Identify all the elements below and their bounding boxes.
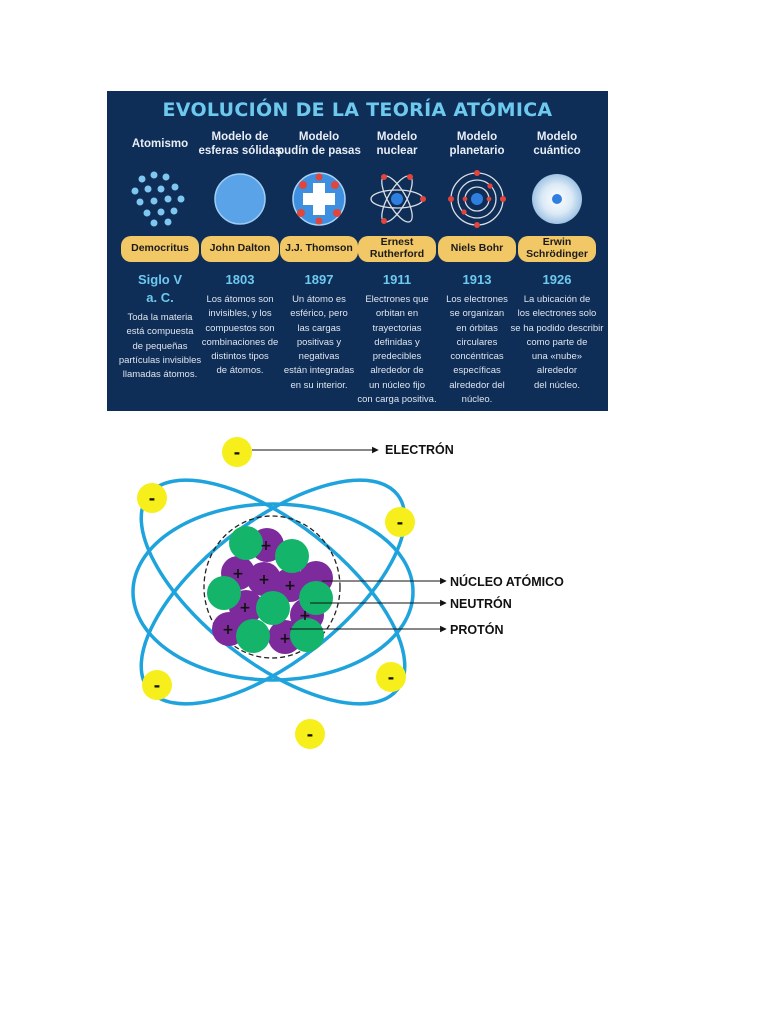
planetary-model-illustration [448, 170, 506, 228]
electron [222, 437, 252, 467]
year: 1897 [304, 272, 334, 287]
proton-sign: + [284, 578, 296, 594]
quantum-cloud-illustration [532, 174, 582, 224]
model-name: Modelo cuántico [533, 131, 581, 157]
scientist-badge: Ernest Rutherford [358, 236, 436, 262]
label-neutron: NEUTRÓN [450, 596, 512, 611]
proton [247, 562, 281, 596]
electron-sign: - [397, 513, 404, 532]
electron [137, 483, 167, 513]
column-atomism: Atomismo Democritus Siglo V a. C. Toda l… [119, 127, 201, 411]
solid-sphere-illustration [214, 173, 266, 225]
plum-pudding-illustration [292, 172, 346, 226]
nuclear-model-illustration [370, 174, 426, 224]
model-name: Modelo planetario [449, 131, 505, 157]
electron [385, 507, 415, 537]
particles-illustration [131, 171, 185, 227]
electron-sign: - [388, 668, 395, 687]
scientist-badge: John Dalton [201, 236, 279, 262]
column-rutherford: Modelo nuclear Ernest Rutherford 1911 El… [357, 127, 437, 411]
proton-signs: + + + + + + + + [222, 538, 311, 647]
label-nucleus: NÚCLEO ATÓMICO [450, 574, 564, 589]
orbit-horizontal [131, 502, 415, 682]
electrons [137, 437, 415, 749]
year: 1911 [382, 272, 412, 287]
scientist-badge: J.J. Thomson [280, 236, 358, 262]
description: Los átomos son invisibles, y los compues… [201, 294, 279, 377]
scientist-badge: Niels Bohr [438, 236, 516, 262]
scientist-badge: Erwin Schrödinger [518, 236, 596, 262]
neutron [290, 618, 324, 652]
electron-sign: - [154, 676, 161, 695]
year: Siglo V a. C. [137, 272, 183, 305]
description: Un átomo es esférico, pero las cargas po… [283, 294, 355, 391]
model-name: Modelo pudín de pasas [277, 131, 361, 157]
model-name: Atomismo [131, 138, 189, 151]
electron [142, 670, 172, 700]
year: 1803 [225, 272, 255, 287]
neutron [299, 581, 333, 615]
proton-sign: + [260, 538, 272, 554]
scientist-badge: Democritus [121, 236, 199, 262]
neutron [207, 576, 241, 610]
proton-sign: + [299, 608, 311, 624]
electron-sign: - [149, 489, 156, 508]
electron-sign: - [307, 725, 314, 744]
label-proton: PROTÓN [450, 622, 503, 637]
electron-signs: - - - - - - [149, 443, 404, 744]
nucleus-boundary [203, 515, 341, 659]
model-name: Modelo nuclear [376, 131, 418, 157]
electron-sign: - [234, 443, 241, 462]
model-name: Modelo de esferas sólidas [198, 131, 282, 157]
infographic-title: EVOLUCIÓN DE LA TEORÍA ATÓMICA [162, 99, 553, 121]
neutron [275, 539, 309, 573]
column-schrodinger: Modelo cuántico Erwin Schrödinger 1926 L… [511, 127, 604, 411]
column-bohr: Modelo planetario Niels Bohr 1913 Los el… [437, 127, 517, 411]
column-thomson: Modelo pudín de pasas J.J. Thomson 1897 … [277, 127, 361, 411]
column-dalton: Modelo de esferas sólidas John Dalton 18… [198, 127, 281, 411]
proton-sign: + [222, 622, 234, 638]
electron [295, 719, 325, 749]
neutron [256, 591, 290, 625]
description: La ubicación de los electrones solo se h… [510, 294, 604, 391]
label-electron: ELECTRÓN [385, 442, 454, 457]
atom-diagram: + + + + + + + + - - - - - - ELECTRÓN NÚC… [131, 437, 564, 749]
electron [376, 662, 406, 692]
leader-lines [252, 446, 447, 633]
nucleus [207, 526, 333, 654]
atomic-theory-infographic: EVOLUCIÓN DE LA TEORÍA ATÓMICA Atomismo … [107, 91, 608, 411]
year: 1913 [462, 272, 492, 287]
proton-sign: + [279, 631, 291, 647]
year: 1926 [542, 272, 572, 287]
proton-sign: + [239, 600, 251, 616]
description: Toda la materia está compuesta de pequeñ… [118, 312, 202, 380]
description: Electrones que orbitan en trayectorias d… [357, 294, 437, 405]
proton-sign: + [258, 572, 270, 588]
neutron [236, 619, 270, 653]
description: Los electrones se organizan en órbitas c… [446, 294, 508, 405]
neutron [229, 526, 263, 560]
proton-sign: + [232, 566, 244, 582]
